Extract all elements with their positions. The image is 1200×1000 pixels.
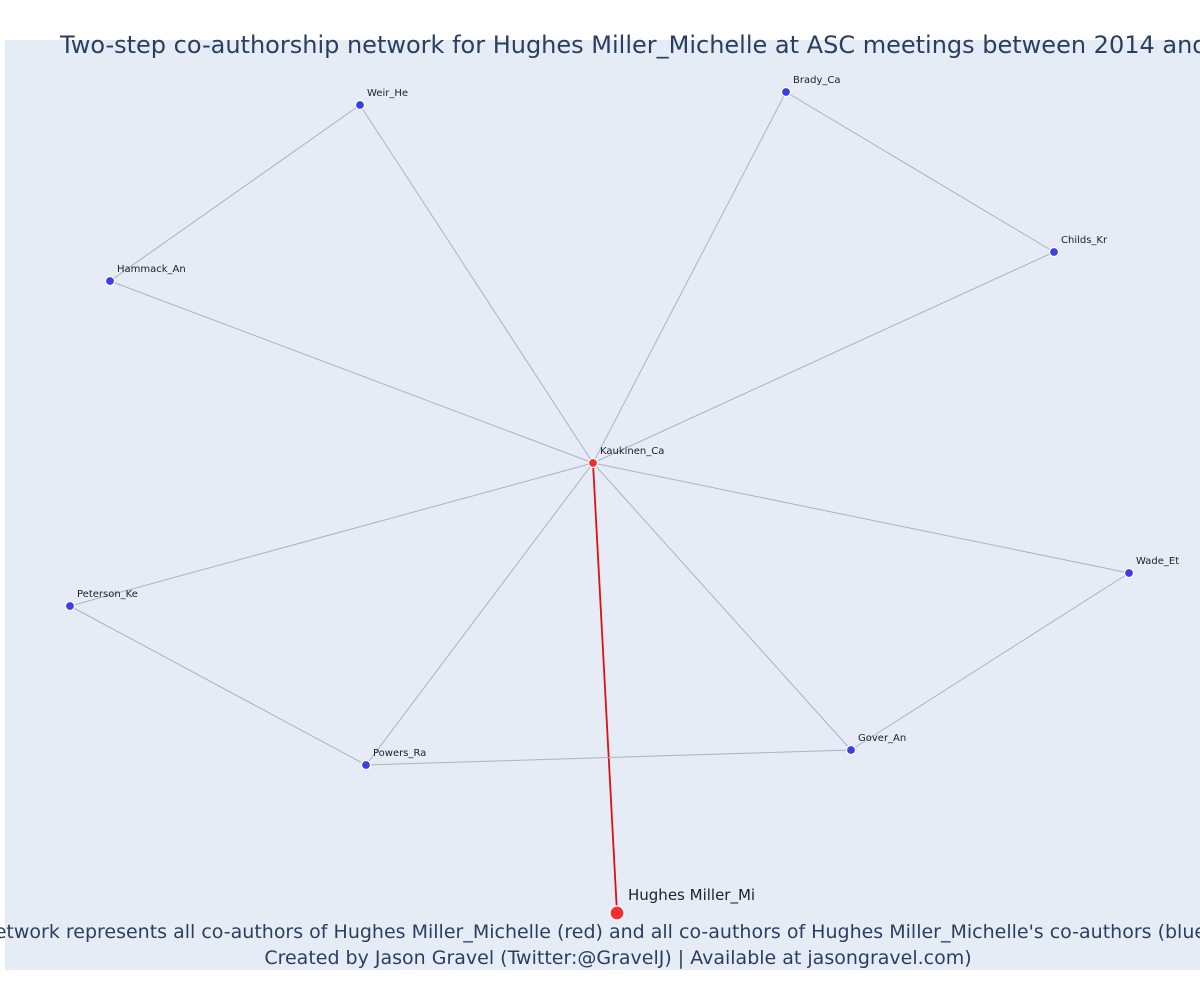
edge-hughes-miller-mi-kaukinen-ca [592,462,618,914]
node-powers-ra[interactable] [360,759,372,771]
caption-line-2: Created by Jason Gravel (Twitter:@Gravel… [264,947,971,969]
node-hughes-miller-mi[interactable] [609,905,625,921]
edges-layer [69,91,1130,914]
edge-kaukinen-ca-wade-et [592,462,1130,574]
node-label-weir-he: Weir_He [367,88,408,99]
node-hammack-an[interactable] [104,275,116,287]
edge-kaukinen-ca-peterson-ke [69,462,594,607]
edge-kaukinen-ca-gover-an [592,462,852,751]
node-brady-ca[interactable] [780,86,792,98]
edge-kaukinen-ca-weir-he [359,104,594,464]
edge-kaukinen-ca-brady-ca [592,91,787,464]
node-gover-an[interactable] [845,744,857,756]
caption-line-1: Network represents all co-authors of Hug… [0,921,1200,943]
node-weir-he[interactable] [354,99,366,111]
node-label-brady-ca: Brady_Ca [793,75,840,86]
plot-background [5,40,1200,970]
edge-kaukinen-ca-childs-kr [592,251,1055,464]
node-label-peterson-ke: Peterson_Ke [77,589,138,600]
edge-weir-he-hammack-an [109,104,361,282]
edge-kaukinen-ca-powers-ra [365,462,594,766]
node-childs-kr[interactable] [1048,246,1060,258]
node-peterson-ke[interactable] [64,600,76,612]
node-label-childs-kr: Childs_Kr [1061,235,1108,246]
node-label-gover-an: Gover_An [858,733,906,744]
node-label-kaukinen-ca: Kaukinen_Ca [600,446,664,457]
edge-peterson-ke-powers-ra [69,605,367,766]
edge-kaukinen-ca-hammack-an [109,280,594,464]
node-wade-et[interactable] [1123,567,1135,579]
node-label-powers-ra: Powers_Ra [373,748,426,759]
node-label-wade-et: Wade_Et [1136,556,1179,567]
nodes-layer [64,86,1135,921]
edge-brady-ca-childs-kr [785,91,1055,253]
edge-wade-et-gover-an [850,572,1130,751]
edge-powers-ra-gover-an [365,749,852,766]
node-label-hammack-an: Hammack_An [117,264,186,275]
node-kaukinen-ca[interactable] [587,457,599,469]
node-label-hughes-miller-mi: Hughes Miller_Mi [628,886,755,905]
chart-title: Two-step co-authorship network for Hughe… [59,31,1200,59]
